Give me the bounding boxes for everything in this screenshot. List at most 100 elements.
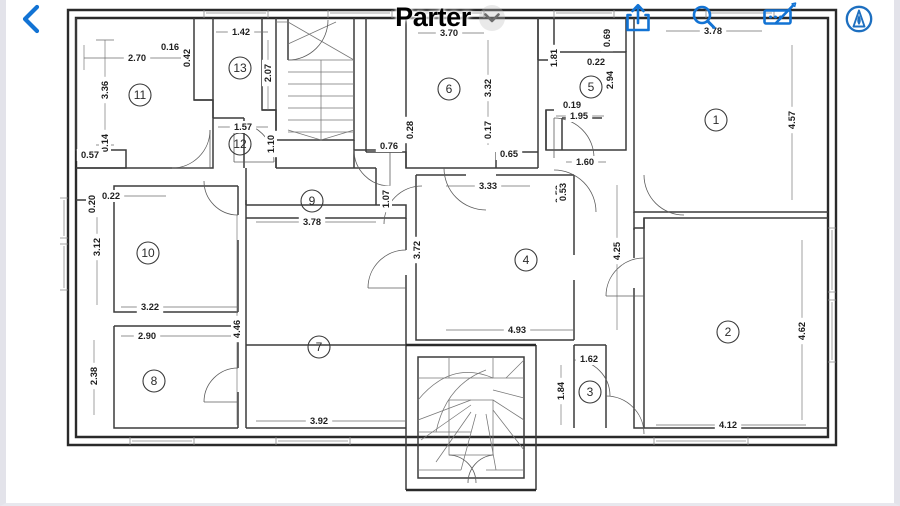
dimension-value: 1.42 xyxy=(232,27,250,37)
interior-walls-lower xyxy=(76,167,828,492)
share-upload-icon xyxy=(626,3,650,32)
dimension-label: 2.70 xyxy=(123,52,151,64)
building-outline xyxy=(66,8,838,447)
room-marker: 13 xyxy=(228,56,252,80)
dimension-value: 1.81 xyxy=(549,49,559,67)
dimension-value: 3.78 xyxy=(303,217,321,227)
viewer-toolbar: Parter xyxy=(6,0,894,40)
dimension-label: 1.60 xyxy=(571,156,599,168)
dimension-label: 3.92 xyxy=(305,415,333,427)
dimension-label: 1.42 xyxy=(227,26,255,38)
room-marker: 8 xyxy=(142,369,166,393)
room-number-label: 7 xyxy=(316,340,323,354)
back-button[interactable] xyxy=(14,2,48,36)
dimension-value: 0.20 xyxy=(87,195,97,213)
autodesk-a-icon xyxy=(845,5,873,33)
dimension-label: 2.94 xyxy=(604,66,616,94)
dimension-value: 2.38 xyxy=(89,367,99,385)
dimension-value: 0.76 xyxy=(380,141,398,151)
dimension-label: 0.65 xyxy=(495,148,523,160)
room-number-label: 2 xyxy=(725,325,732,339)
room-number-label: 9 xyxy=(309,194,316,208)
dimension-value: 1.57 xyxy=(234,122,252,132)
dimension-label: 1.57 xyxy=(229,121,257,133)
dimension-value: 2.07 xyxy=(263,64,273,82)
room-number-label: 11 xyxy=(134,88,147,102)
dimension-label: 1.10 xyxy=(265,130,277,158)
dimension-value: 2.90 xyxy=(138,331,156,341)
dimension-label: 3.78 xyxy=(699,25,727,37)
magnifier-icon xyxy=(692,5,716,29)
dimension-value: 3.72 xyxy=(412,241,422,259)
chevron-down-icon[interactable] xyxy=(478,5,505,31)
dimension-value: 1.60 xyxy=(576,157,594,167)
dimension-value: 3.70 xyxy=(440,28,458,38)
dimension-label: 4.12 xyxy=(714,419,742,431)
dimension-label: 4.57 xyxy=(786,106,798,134)
dimension-value: 0.14 xyxy=(100,133,110,152)
room-marker: 10 xyxy=(136,241,160,265)
dimension-label: 0.19 xyxy=(558,99,586,111)
share-button[interactable] xyxy=(622,2,654,34)
dimension-value: 3.78 xyxy=(704,26,722,36)
door-swings xyxy=(171,19,685,484)
search-button[interactable] xyxy=(688,2,720,34)
dimension-label: 0.22 xyxy=(582,56,610,68)
dimension-label: 0.76 xyxy=(375,140,403,152)
sheet-selector[interactable]: Parter xyxy=(391,3,509,31)
room-number-label: 4 xyxy=(523,253,530,267)
dimension-label: 0.16 xyxy=(156,41,184,53)
dimension-value: 1.62 xyxy=(580,354,598,364)
room-number-label: 12 xyxy=(233,137,247,151)
dimension-value: 4.62 xyxy=(797,322,807,340)
dimension-value: 3.12 xyxy=(92,238,102,256)
dimension-label: 3.78 xyxy=(298,216,326,228)
dimension-label: 4.46 xyxy=(231,315,243,343)
dimension-label: 3.72 xyxy=(411,236,423,264)
dimension-value: 4.46 xyxy=(232,320,242,338)
room-marker: 9 xyxy=(300,189,324,213)
page-title: Parter xyxy=(395,2,471,32)
chevron-left-icon xyxy=(22,4,40,34)
dimension-label: 3.12 xyxy=(91,233,103,261)
dimension-value: 0.22 xyxy=(102,191,120,201)
room-number-label: 8 xyxy=(151,374,158,388)
dimension-value: 0.16 xyxy=(161,42,179,52)
markup-button[interactable] xyxy=(762,2,798,32)
dimension-label: 0.57 xyxy=(76,149,104,161)
dimension-label: 0.17 xyxy=(482,116,494,144)
dimension-value: 4.93 xyxy=(508,325,526,335)
brand-button[interactable] xyxy=(844,4,874,34)
dimension-value: 0.42 xyxy=(182,49,192,67)
room-marker: 12 xyxy=(228,132,252,156)
dimension-label: 0.22 xyxy=(97,190,125,202)
dimension-label: 0.53 xyxy=(557,178,569,206)
sheet-title-area: Parter xyxy=(6,0,894,34)
room-number-label: 6 xyxy=(446,82,453,96)
dimension-label: 3.70 xyxy=(435,27,463,39)
dimension-label: 0.28 xyxy=(404,116,416,144)
dimension-value: 3.32 xyxy=(483,79,493,97)
room-number-label: 13 xyxy=(233,61,247,75)
room-marker: 3 xyxy=(578,380,602,404)
dimension-value: 0.53 xyxy=(558,183,568,201)
exterior-windows xyxy=(60,10,836,445)
dimension-value: 1.95 xyxy=(570,111,588,121)
dimension-value: 4.12 xyxy=(719,420,737,430)
floorplan-drawing[interactable]: 1 2 3 4 5 6 7 8 9 10 11 12 13 2.700.160.… xyxy=(6,0,894,503)
room-marker: 4 xyxy=(514,248,538,272)
dimension-label: 0.69 xyxy=(601,24,613,52)
dimension-label: 2.38 xyxy=(88,362,100,390)
dimension-value: 0.19 xyxy=(563,100,581,110)
room-marker: 2 xyxy=(716,320,740,344)
dimension-label: 0.42 xyxy=(181,44,193,72)
dimension-value: 1.07 xyxy=(381,190,391,208)
dimension-value: 4.25 xyxy=(612,242,622,260)
dimension-label: 3.22 xyxy=(136,301,164,313)
dimension-value: 3.22 xyxy=(141,302,159,312)
room-marker: 11 xyxy=(128,83,152,107)
lower-spiral-staircase xyxy=(417,357,525,471)
room-marker: 6 xyxy=(437,77,461,101)
dimension-label: 4.93 xyxy=(503,324,531,336)
